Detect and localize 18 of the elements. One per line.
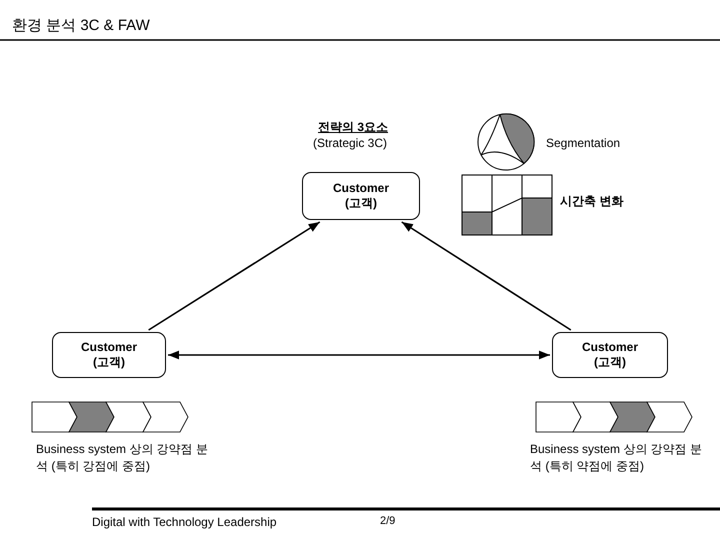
- arrow: [148, 221, 320, 331]
- heading: 전략의 3요소: [318, 119, 388, 136]
- node-label: Customer (고객): [580, 340, 639, 370]
- drawing-caption: Business system 상의 강약점 분석 (특히 약점에 중점): [530, 441, 704, 475]
- process-box: [302, 172, 420, 220]
- process-box: [52, 332, 166, 378]
- subheading: (Strategic 3C): [313, 136, 388, 150]
- slide-title: 환경 분석 3C & FAW: [12, 16, 150, 35]
- arrow: [401, 221, 572, 331]
- node-label: Customer (고객): [332, 180, 390, 212]
- arrow: [168, 350, 550, 360]
- drawing-caption: 시간축 변화: [560, 193, 624, 210]
- drawing-caption: Segmentation: [546, 136, 620, 150]
- footer-text: Digital with Technology Leadership: [92, 515, 277, 529]
- node-label: Customer (고객): [80, 340, 138, 370]
- process-box: [552, 332, 668, 378]
- page-number: 2/9: [380, 515, 396, 527]
- drawing-caption: Business system 상의 강약점 분석 (특히 강점에 중점): [36, 441, 210, 475]
